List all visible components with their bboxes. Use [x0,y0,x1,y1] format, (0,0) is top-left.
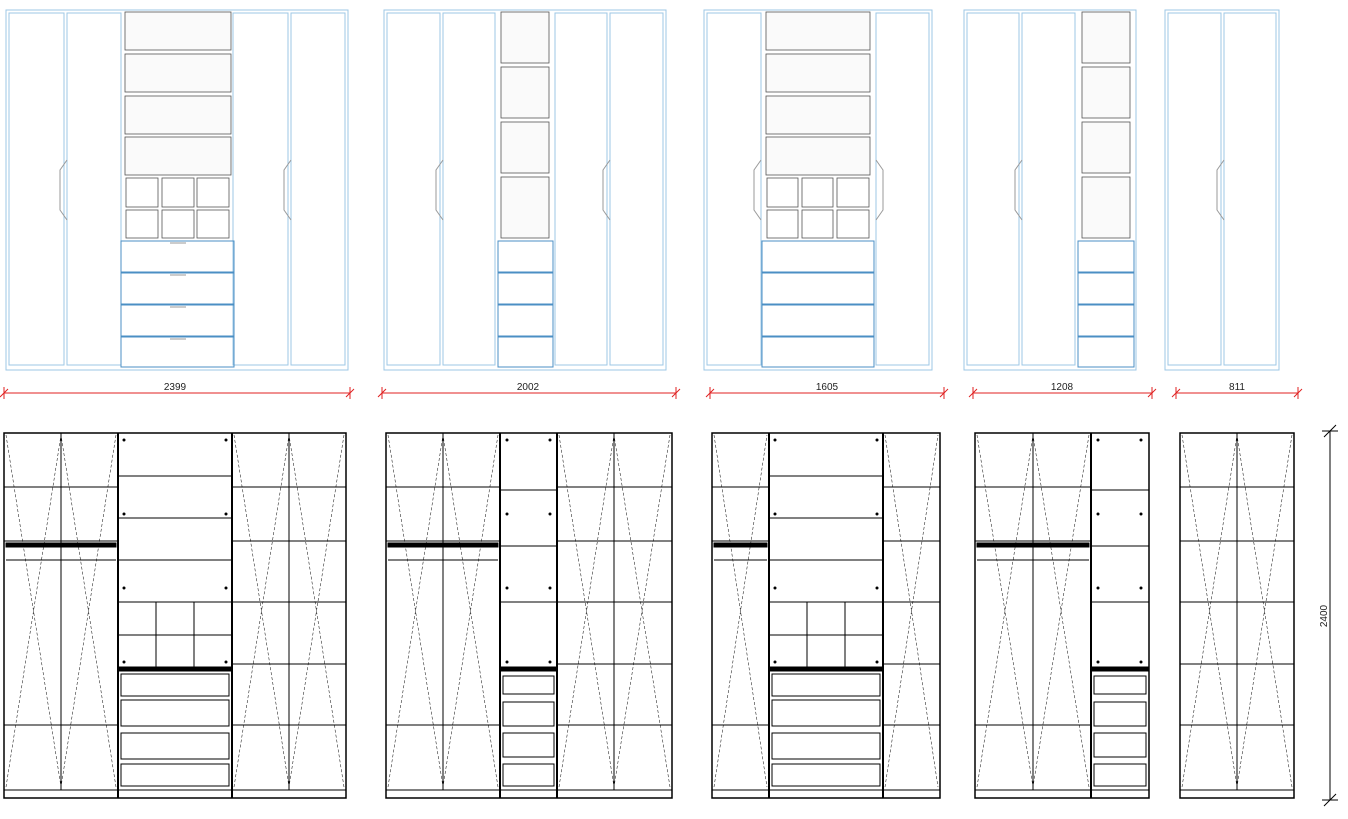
height-label: 2400 [1319,604,1330,627]
front-elevation-2002 [383,9,667,371]
door-left-2 [1021,12,1076,366]
dimension-2002 [377,387,681,399]
width-label-811: 811 [1229,382,1245,393]
center-open-section [500,11,550,239]
front-elevation-1208 [963,9,1137,371]
front-elevation-2399 [5,9,349,371]
door-right-1 [554,12,608,366]
interior-elevation-1208 [974,432,1150,799]
handle-left [59,159,68,221]
door-right [875,12,930,366]
center-open-section [765,11,871,239]
frame-outline [5,9,349,371]
drawers-2002 [497,240,554,368]
handle-right [875,159,884,221]
door-left-2 [66,12,122,366]
door-left-1 [966,12,1020,366]
door-left [706,12,762,366]
door-left-1 [8,12,65,366]
door-right-1 [232,12,289,366]
door-left-1 [386,12,441,366]
front-elevation-1605 [703,9,933,371]
frame-outline [963,9,1137,371]
interior-elevation-1605 [711,432,941,799]
width-label-2399: 2399 [164,382,187,393]
handle-left [1014,159,1023,221]
width-label-2002: 2002 [517,382,540,393]
door-left-2 [442,12,496,366]
width-label-1208: 1208 [1051,382,1074,393]
handle-right [283,159,292,221]
handle-left [753,159,762,221]
door-right-2 [290,12,346,366]
handle-right [602,159,611,221]
frame-outline [703,9,933,371]
center-open-section [1081,11,1131,239]
dimension-1208 [968,387,1157,399]
interior-elevation-2002 [385,432,673,799]
width-labels: 2399 2002 1605 1208 811 [164,382,1246,393]
frame-outline [1164,9,1280,371]
dimension-2399 [0,387,355,399]
door-right [1223,12,1277,366]
dimension-811 [1171,387,1303,399]
door-right-2 [609,12,664,366]
dimension-1605 [705,387,949,399]
interior-elevation-811 [1179,432,1295,799]
interior-elevation-2399 [3,432,347,799]
drawers-1208 [1077,240,1135,368]
door-left [1167,12,1222,366]
width-label-1605: 1605 [816,382,839,393]
width-dimensions [0,387,1303,399]
handle-left [435,159,444,221]
height-dimension [1322,424,1338,807]
frame-outline [383,9,667,371]
handle [1216,159,1225,221]
drawers-2399 [120,240,235,368]
front-elevation-811 [1164,9,1280,371]
drawers-1605 [761,240,875,368]
center-open-section [124,11,232,239]
